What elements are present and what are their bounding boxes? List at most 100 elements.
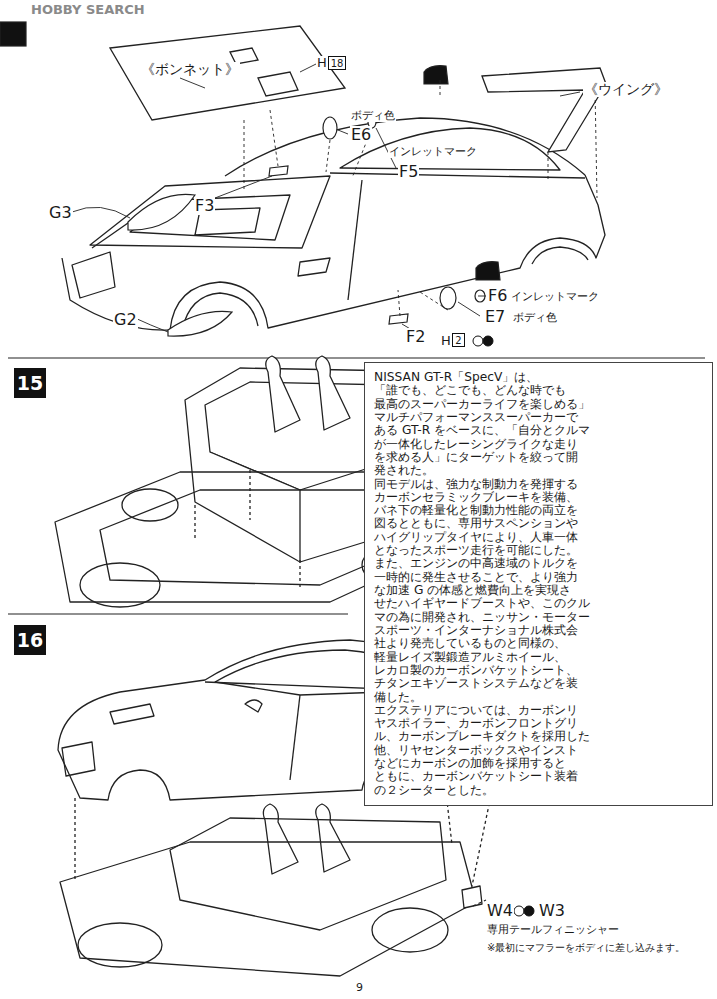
hood-vent: [110, 704, 154, 724]
description-line: チタンエキゾーストシステムなどを装: [374, 677, 704, 690]
leader-line: [180, 78, 205, 88]
description-line: 同モデルは、強力な制動力を発揮する: [374, 478, 704, 491]
description-line: 発された。: [374, 464, 704, 477]
part-label: F3: [194, 197, 215, 215]
seat: [266, 356, 300, 432]
seat: [316, 804, 350, 872]
description-line: 「誰でも、どこでも、どんな時でも: [374, 384, 704, 397]
leader-line: [560, 92, 580, 96]
description-line: せたハイギヤードブーストや、このクル: [374, 597, 704, 610]
small-parts: [128, 66, 500, 337]
paint-dot: [483, 336, 493, 346]
step-14-marker: [0, 22, 26, 46]
part-label: ボディ色: [350, 110, 396, 122]
part-g2: [168, 311, 232, 336]
belt-line: [330, 173, 585, 178]
part-label: F6: [487, 287, 508, 305]
part-g3: [128, 194, 195, 230]
part-label: ボディ色: [512, 312, 558, 324]
description-line: ある GT-R をベースに、「自分とクルマ: [374, 424, 704, 437]
mirror-e6: [323, 117, 337, 139]
description-line: ともに、カーボンバケットシート装着: [374, 770, 704, 783]
description-line: となったスポーツ走行を可能にした。: [374, 544, 704, 557]
step-number: 15: [14, 368, 46, 398]
part-f3: [269, 166, 288, 176]
paint-dot: [514, 906, 524, 916]
description-line: マの為に開発され、ニッサン・モーター: [374, 611, 704, 624]
description-line: な加速 G の体感と燃費向上を実現さ: [374, 584, 704, 597]
seat: [263, 804, 298, 874]
part-label: 専用テールフィニッシャー: [486, 924, 620, 936]
description-line: ハイグリップタイヤにより、人車一体: [374, 531, 704, 544]
chassis-outline: [60, 842, 476, 976]
node-text: 16: [17, 629, 43, 651]
description-line: の２シーターとした。: [374, 784, 704, 797]
wheel: [372, 908, 448, 952]
description-line: エクステリアについては、カーボンリ: [374, 704, 704, 717]
node-text: 18: [331, 58, 344, 69]
description-line: 他、リヤセンターボックスやインスト: [374, 744, 704, 757]
part-label: インレットマーク: [510, 291, 600, 303]
car-body-step14: [62, 118, 605, 330]
inlet-mark-part: [476, 262, 500, 280]
boxed-number: 18: [328, 56, 346, 70]
leader-line: [458, 302, 480, 316]
description-line: NISSAN GT-R「SpecV」は、: [374, 371, 704, 384]
part-label: 《ボンネット》: [140, 62, 240, 77]
leader-line: [72, 207, 130, 218]
description-line: 図るとともに、専用サスペンションや: [374, 517, 704, 530]
description-line: が一体化したレーシングライクな走り: [374, 438, 704, 451]
tail-finisher: [462, 886, 482, 908]
part-label: インレットマーク: [388, 146, 478, 158]
wheel: [78, 923, 162, 967]
part-f2: [389, 314, 408, 324]
leader-line: [135, 318, 168, 332]
node-text: 2: [455, 335, 461, 346]
assembly-line: [195, 470, 385, 590]
inlet-mark-part: [424, 66, 448, 84]
part-label: F5: [398, 163, 419, 181]
paint-dot: [473, 336, 483, 346]
description-line: 社より発売しているものと同様の、: [374, 637, 704, 650]
side-vent: [298, 258, 330, 276]
divider-line: [8, 357, 705, 358]
description-line: 備した。: [374, 691, 704, 704]
part-label: W3: [538, 902, 566, 920]
description-line: ヤスポイラー、カーボンフロントグリ: [374, 717, 704, 730]
bonnet: [110, 26, 345, 120]
bonnet-part: [110, 26, 345, 120]
description-line: 軽量レイズ製鍛造アルミホイール、: [374, 651, 704, 664]
part-label: 《ウイング》: [583, 82, 669, 97]
leader-line: [215, 176, 272, 198]
wing-part: [482, 68, 606, 152]
description-line: カーボンセラミックブレーキを装備、: [374, 491, 704, 504]
assembly-line: [244, 80, 597, 316]
node-text: 15: [17, 372, 43, 394]
wheel: [122, 489, 178, 521]
door-line: [348, 180, 362, 300]
description-line: スポーツ・インターナショナル株式会: [374, 624, 704, 637]
step-number: 16: [14, 625, 46, 655]
description-line: などにカーボンの加飾を採用すると: [374, 757, 704, 770]
part-label: G3: [48, 204, 73, 222]
mirror-e7: [440, 287, 456, 309]
description-line: バネ下の軽量化と制動力性能の両立を: [374, 504, 704, 517]
door-line: [290, 695, 300, 780]
paint-dot: [524, 906, 534, 916]
description-line: また、エンジンの中高速域のトルクを: [374, 557, 704, 570]
rear-wheel: [532, 247, 588, 264]
body-outline: [62, 175, 605, 330]
part-label: H: [316, 56, 328, 70]
leader-line: [338, 130, 348, 134]
part-label: 9: [355, 982, 364, 994]
watermark: HOBBY SEARCH: [30, 3, 146, 17]
wheel: [80, 563, 160, 607]
leader-line: [478, 296, 486, 297]
bonnet-vent: [258, 72, 298, 96]
seat: [316, 356, 350, 430]
description-line: 一時的に発生させることで、より強力: [374, 571, 704, 584]
part-label: H: [440, 334, 452, 348]
leader-line: [300, 64, 316, 72]
part-label: E6: [350, 126, 372, 144]
